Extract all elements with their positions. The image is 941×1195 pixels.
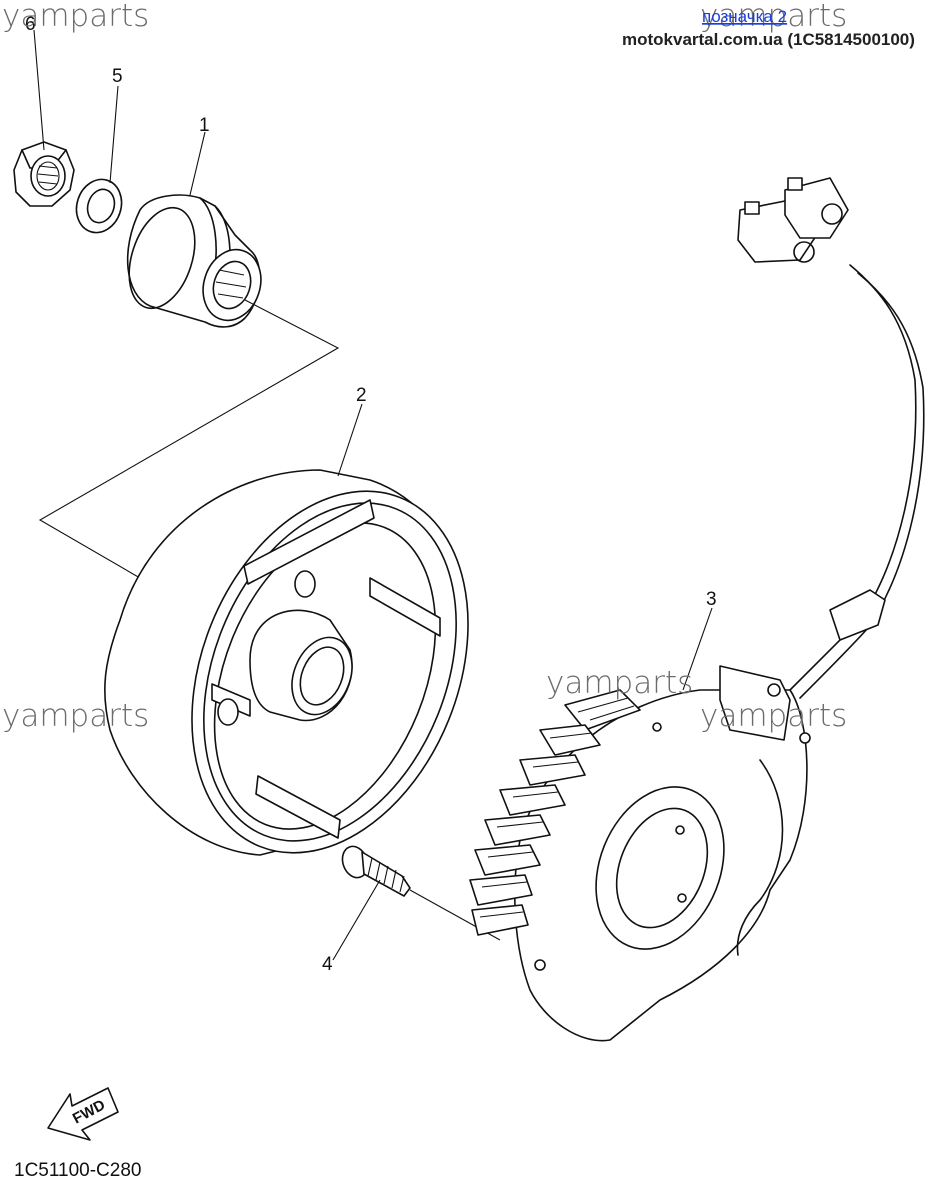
watermark: yamparts bbox=[2, 0, 149, 34]
part-1-bushing[interactable] bbox=[117, 194, 269, 328]
watermark: yamparts bbox=[546, 665, 693, 701]
part-6-nut[interactable] bbox=[13, 141, 75, 207]
callout-4: 4 bbox=[322, 954, 333, 975]
watermark: yamparts bbox=[2, 698, 149, 734]
part-4-bolt[interactable] bbox=[338, 843, 411, 897]
part-3-stator[interactable] bbox=[469, 177, 925, 1042]
watermark: yamparts bbox=[700, 0, 847, 34]
callout-1: 1 bbox=[199, 115, 210, 136]
watermark: yamparts bbox=[700, 698, 847, 734]
stator-coils bbox=[469, 689, 641, 936]
callout-2: 2 bbox=[356, 385, 367, 406]
source-caption: motokvartal.com.ua (1C5814500100) bbox=[622, 30, 915, 49]
diagram-code: 1C51100-C280 bbox=[14, 1160, 141, 1181]
callout-leaders bbox=[33, 29, 713, 961]
part-2-rotor[interactable] bbox=[104, 450, 519, 895]
fwd-arrow-icon: FWD bbox=[47, 1087, 119, 1141]
alignment-line-1-2 bbox=[38, 299, 340, 579]
callout-5: 5 bbox=[112, 66, 123, 87]
marker-link[interactable]: позначка 2 bbox=[702, 7, 787, 26]
callout-6: 6 bbox=[25, 14, 36, 35]
part-5-washer[interactable] bbox=[70, 174, 129, 239]
callout-3: 3 bbox=[706, 589, 717, 610]
